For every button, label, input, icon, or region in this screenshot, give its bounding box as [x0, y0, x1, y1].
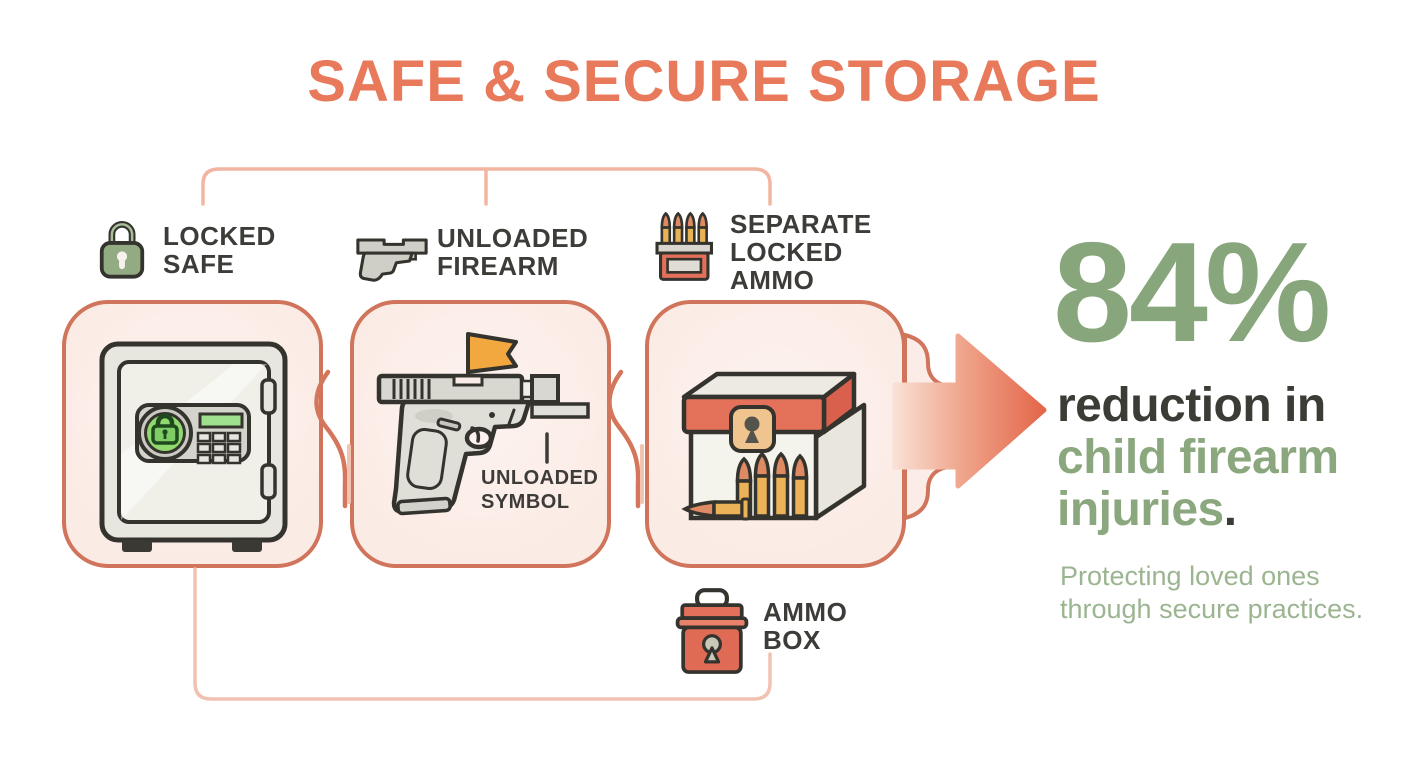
- locked-safe-panel: [62, 300, 323, 568]
- bullets: [660, 211, 708, 245]
- pistol-icon: [356, 238, 428, 282]
- unloaded-symbol-annotation: UNLOADED SYMBOL: [481, 467, 599, 513]
- ammo-tray-icon: [655, 211, 713, 281]
- bottom-bracket: [193, 567, 772, 701]
- keypad-buttons: [196, 431, 242, 465]
- page-title: SAFE & SECURE STORAGE: [307, 49, 1101, 114]
- legend-label-unloaded-firearm: UNLOADED FIREARM: [437, 223, 589, 281]
- unloaded-flag: [466, 332, 518, 374]
- lock-glyph: [151, 413, 179, 445]
- arrow-right-icon: [892, 333, 1047, 489]
- legend-label-locked-safe: LOCKED SAFE: [163, 221, 276, 279]
- panel-link-curve-2: [607, 369, 641, 509]
- legend-label-ammo-box: AMMO BOX: [763, 597, 848, 655]
- ammo-box-icon: [675, 588, 749, 674]
- stat-value: 84%: [1053, 213, 1331, 372]
- stat-subtitle: Protecting loved ones through secure pra…: [1060, 561, 1364, 624]
- pistol-with-flag-illustration: [376, 332, 590, 516]
- safe-illustration: [99, 341, 288, 552]
- bullets: [681, 451, 809, 521]
- slide-serrations: [392, 379, 431, 399]
- stat-description: reduction in child firearm injuries.: [1057, 379, 1339, 536]
- legend-label-separate-locked-ammo: SEPARATE LOCKED AMMO: [730, 209, 872, 295]
- panel-link-curve-1: [314, 369, 348, 509]
- separate-locked-ammo-panel: [645, 300, 906, 568]
- unloaded-firearm-panel: UNLOADED SYMBOL: [350, 300, 611, 568]
- ammo-box-illustration: [681, 371, 867, 521]
- padlock-icon: [99, 221, 145, 279]
